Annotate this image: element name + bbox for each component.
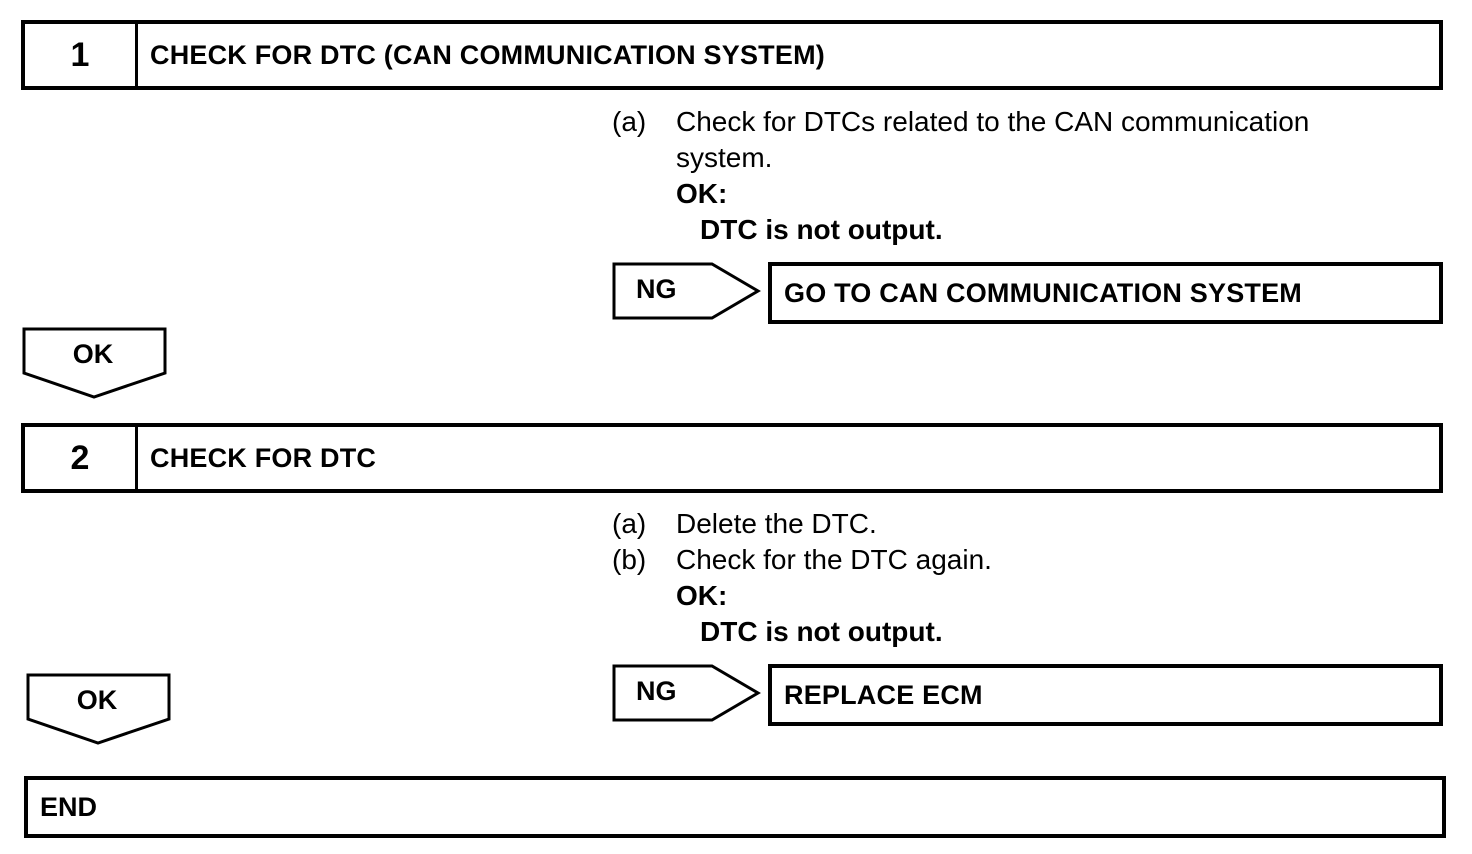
step-2-ng-result: REPLACE ECM — [768, 664, 1443, 726]
instruction-label: (b) — [612, 544, 647, 575]
step-2-number: 2 — [25, 427, 138, 489]
step-2-ng-arrow: NG — [612, 664, 762, 722]
instruction-continuation: system. — [676, 142, 773, 173]
instruction-text: Check for DTCs related to the CAN commun… — [676, 106, 1310, 137]
step-1-ok-label: OK: — [676, 178, 728, 209]
end-box: END — [24, 776, 1446, 838]
step-1-ng-label: NG — [636, 274, 677, 304]
step-2-header: 2 CHECK FOR DTC — [21, 423, 1443, 493]
step-1-title: CHECK FOR DTC (CAN COMMUNICATION SYSTEM) — [150, 39, 825, 70]
step-1-number: 1 — [25, 24, 138, 86]
step-1-ng-result: GO TO CAN COMMUNICATION SYSTEM — [768, 262, 1443, 324]
step-2-ok-arrow: OK — [26, 673, 172, 745]
step-2-ok-condition: DTC is not output. — [700, 616, 943, 647]
step-2-ok-label: OK: — [676, 580, 728, 611]
step-1-header: 1 CHECK FOR DTC (CAN COMMUNICATION SYSTE… — [21, 20, 1443, 90]
ok-arrow-shape — [22, 327, 167, 399]
step-1-ok-arrow: OK — [22, 327, 168, 399]
ok-arrow-shape — [26, 673, 171, 745]
instruction-text: Check for the DTC again. — [676, 544, 992, 575]
step-2-title: CHECK FOR DTC — [150, 442, 377, 473]
instruction-label: (a) — [612, 106, 647, 137]
step-1-instruction-a: (a) Check for DTCs related to the CAN co… — [612, 104, 1309, 140]
step-1-ng-arrow: NG — [612, 262, 762, 320]
step-1-ok-condition: DTC is not output. — [700, 214, 943, 245]
step-1-instructions: (a) Check for DTCs related to the CAN co… — [612, 104, 1309, 248]
step-2-instructions: (a) Delete the DTC. (b) Check for the DT… — [612, 506, 992, 650]
ng-arrow-shape — [612, 262, 761, 320]
ng-arrow-shape — [612, 664, 761, 722]
instruction-label: (a) — [612, 508, 647, 539]
step-2-ng-label: NG — [636, 676, 677, 706]
instruction-text: Delete the DTC. — [676, 508, 877, 539]
step-1-ok-arrow-label: OK — [72, 339, 114, 369]
step-2-ok-arrow-label: OK — [76, 685, 118, 715]
step-2-instruction-b: (b) Check for the DTC again. — [612, 542, 992, 578]
step-2-instruction-a: (a) Delete the DTC. — [612, 506, 992, 542]
